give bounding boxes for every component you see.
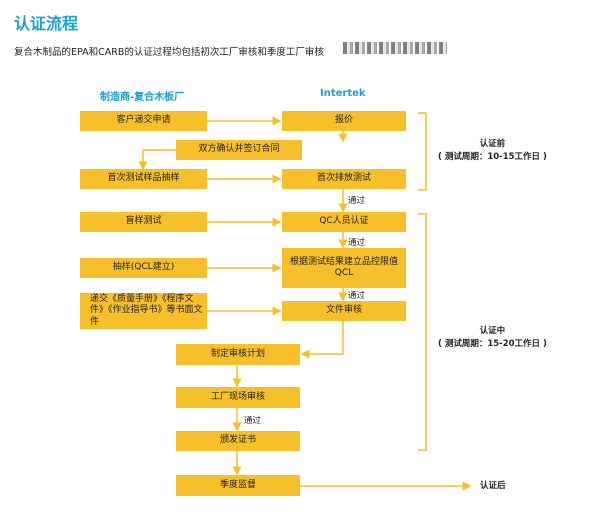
audit-plan-box: 制定审核计划 xyxy=(176,344,300,365)
issue-certificate-box: 颁发证书 xyxy=(176,431,300,451)
page-title: 认证流程 xyxy=(14,14,79,33)
quote-box: 报价 xyxy=(282,111,406,131)
column-header-manufacturer: 制造商-复合木板厂 xyxy=(100,92,185,103)
pass-label: 通过 xyxy=(348,196,366,206)
quarterly-supervision-box: 季度监督 xyxy=(176,475,300,496)
phase-before: 认证前 ( 测试周期：10-15工作日 ) xyxy=(438,138,547,164)
first-emission-test-box: 首次排放测试 xyxy=(282,169,406,189)
establish-qcl-box: 根据测试结果建立品控限值QCL xyxy=(282,248,406,288)
phase-after-name: 认证后 xyxy=(480,481,506,491)
phase-before-name: 认证前 xyxy=(479,139,506,149)
pass-label: 通过 xyxy=(244,416,262,426)
pass-label: 通过 xyxy=(348,291,366,301)
onsite-audit-box: 工厂现场审核 xyxy=(176,387,300,408)
phase-during: 认证中 ( 测试周期：15-20工作日 ) xyxy=(438,325,547,351)
pass-label: 通过 xyxy=(348,238,366,248)
document-review-box: 文件审核 xyxy=(282,301,406,321)
redacted-text xyxy=(343,42,447,54)
qc-certification-box: QC人员认证 xyxy=(282,212,406,232)
phase-before-period: ( 测试周期：10-15工作日 ) xyxy=(438,151,547,162)
sign-contract-box: 双方确认并签订合同 xyxy=(176,140,302,160)
submit-documents-box: 递交《质量手册》《程序文件》《作业指导书》等书面文件 xyxy=(80,293,207,329)
phase-during-period: ( 测试周期：15-20工作日 ) xyxy=(438,338,547,349)
column-header-intertek: Intertek xyxy=(320,88,366,99)
intro-text: 复合木制品的EPA和CARB的认证过程均包括初次工厂审核和季度工厂审核 xyxy=(14,47,324,58)
submit-application-box: 客户递交申请 xyxy=(80,111,207,131)
sample-collection-box: 首次测试样品抽样 xyxy=(80,169,207,189)
phase-during-name: 认证中 xyxy=(479,326,506,336)
phase-after: 认证后 xyxy=(480,480,506,493)
blind-test-box: 盲样测试 xyxy=(80,212,207,232)
qcl-sampling-box: 抽样(QCL建立) xyxy=(80,258,207,278)
